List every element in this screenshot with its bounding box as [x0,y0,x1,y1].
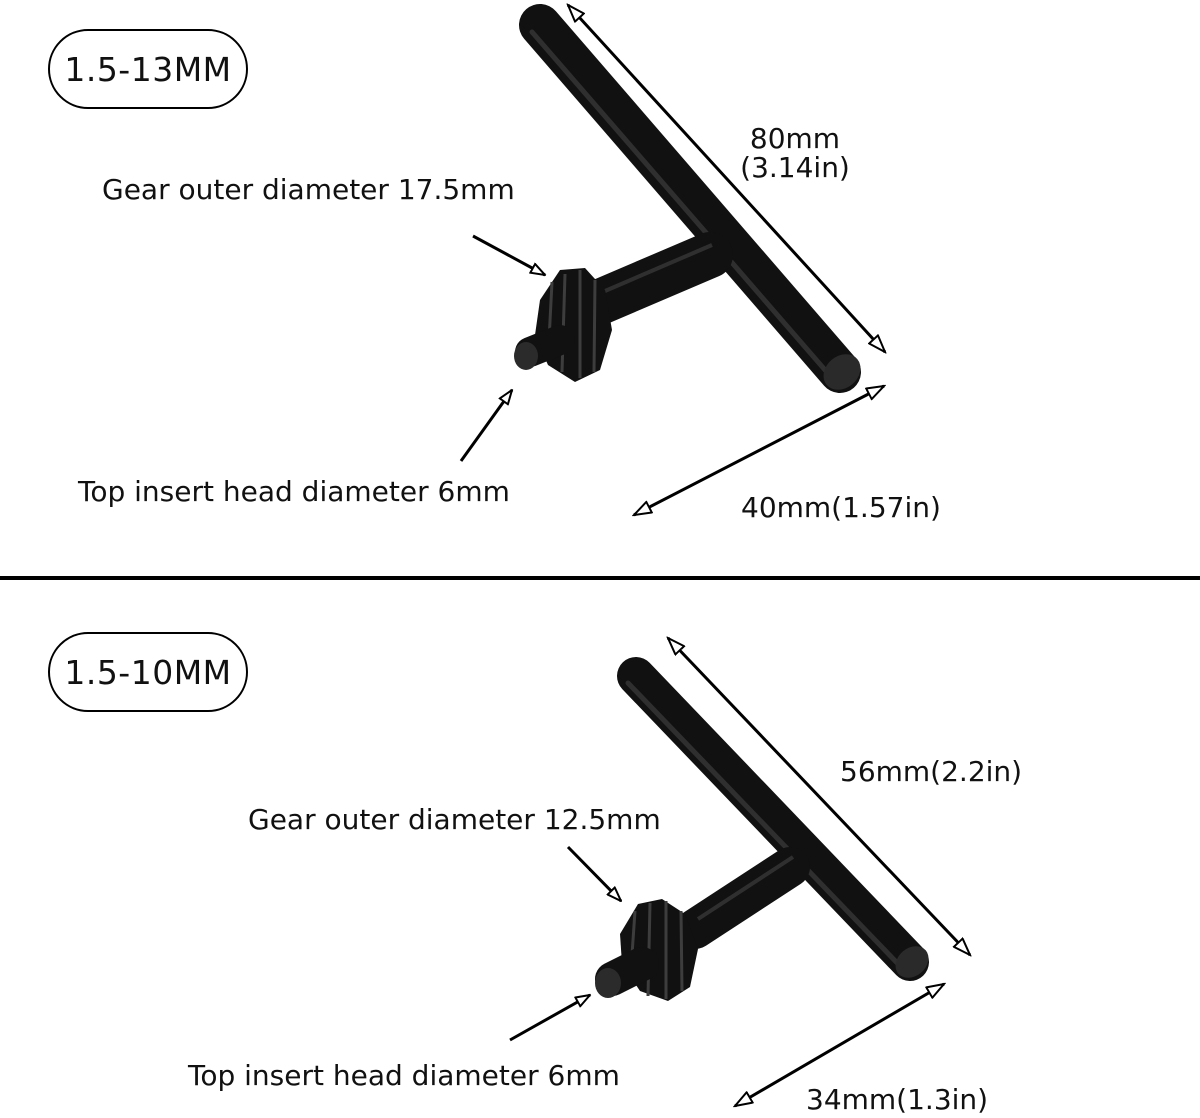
handle-length-in: (3.14in) [740,151,850,185]
gear-diameter-label: Gear outer diameter 12.5mm [248,803,661,836]
chuck-key-10mm-illustration [509,559,1200,1118]
shaft-length-label: 40mm(1.57in) [741,491,941,524]
size-badge: 1.5-13MM [48,29,248,109]
gear-pointer-arrow [472,234,545,275]
gear-pointer-arrow [566,845,621,901]
chuck-key-10mm-section: 1.5-10MM Gear outer diameter 12.5mm Top … [0,559,1200,1118]
handle-length-dimension-arrow [668,638,970,955]
insert-tip [595,947,659,998]
shaft-length-label: 34mm(1.3in) [806,1083,989,1116]
tip-diameter-label: Top insert head diameter 6mm [78,475,510,508]
shaft-length-dimension-arrow [735,984,944,1106]
gear-icon [535,268,612,382]
handle-length-dimension-arrow [568,5,885,352]
shaft [675,847,810,949]
gear-diameter-label: Gear outer diameter 17.5mm [102,173,515,206]
insert-tip [514,325,575,370]
tip-pointer-arrow [459,390,512,462]
tip-diameter-label: Top insert head diameter 6mm [188,1059,620,1092]
section-divider [0,576,1200,580]
handle-length-label: 80mm (3.14in) [740,124,850,183]
handle-length-mm: 80mm [749,122,841,155]
handle-length-label: 56mm(2.2in) [840,755,1023,788]
shaft-length-dimension-arrow [634,386,884,515]
chuck-key-13mm-illustration [459,0,1200,559]
shaft [577,232,733,325]
size-badge: 1.5-10MM [48,632,248,712]
chuck-key-13mm-section: 1.5-13MM Gear outer diameter 17.5mm Top … [48,0,1200,559]
tip-pointer-arrow [509,995,590,1042]
